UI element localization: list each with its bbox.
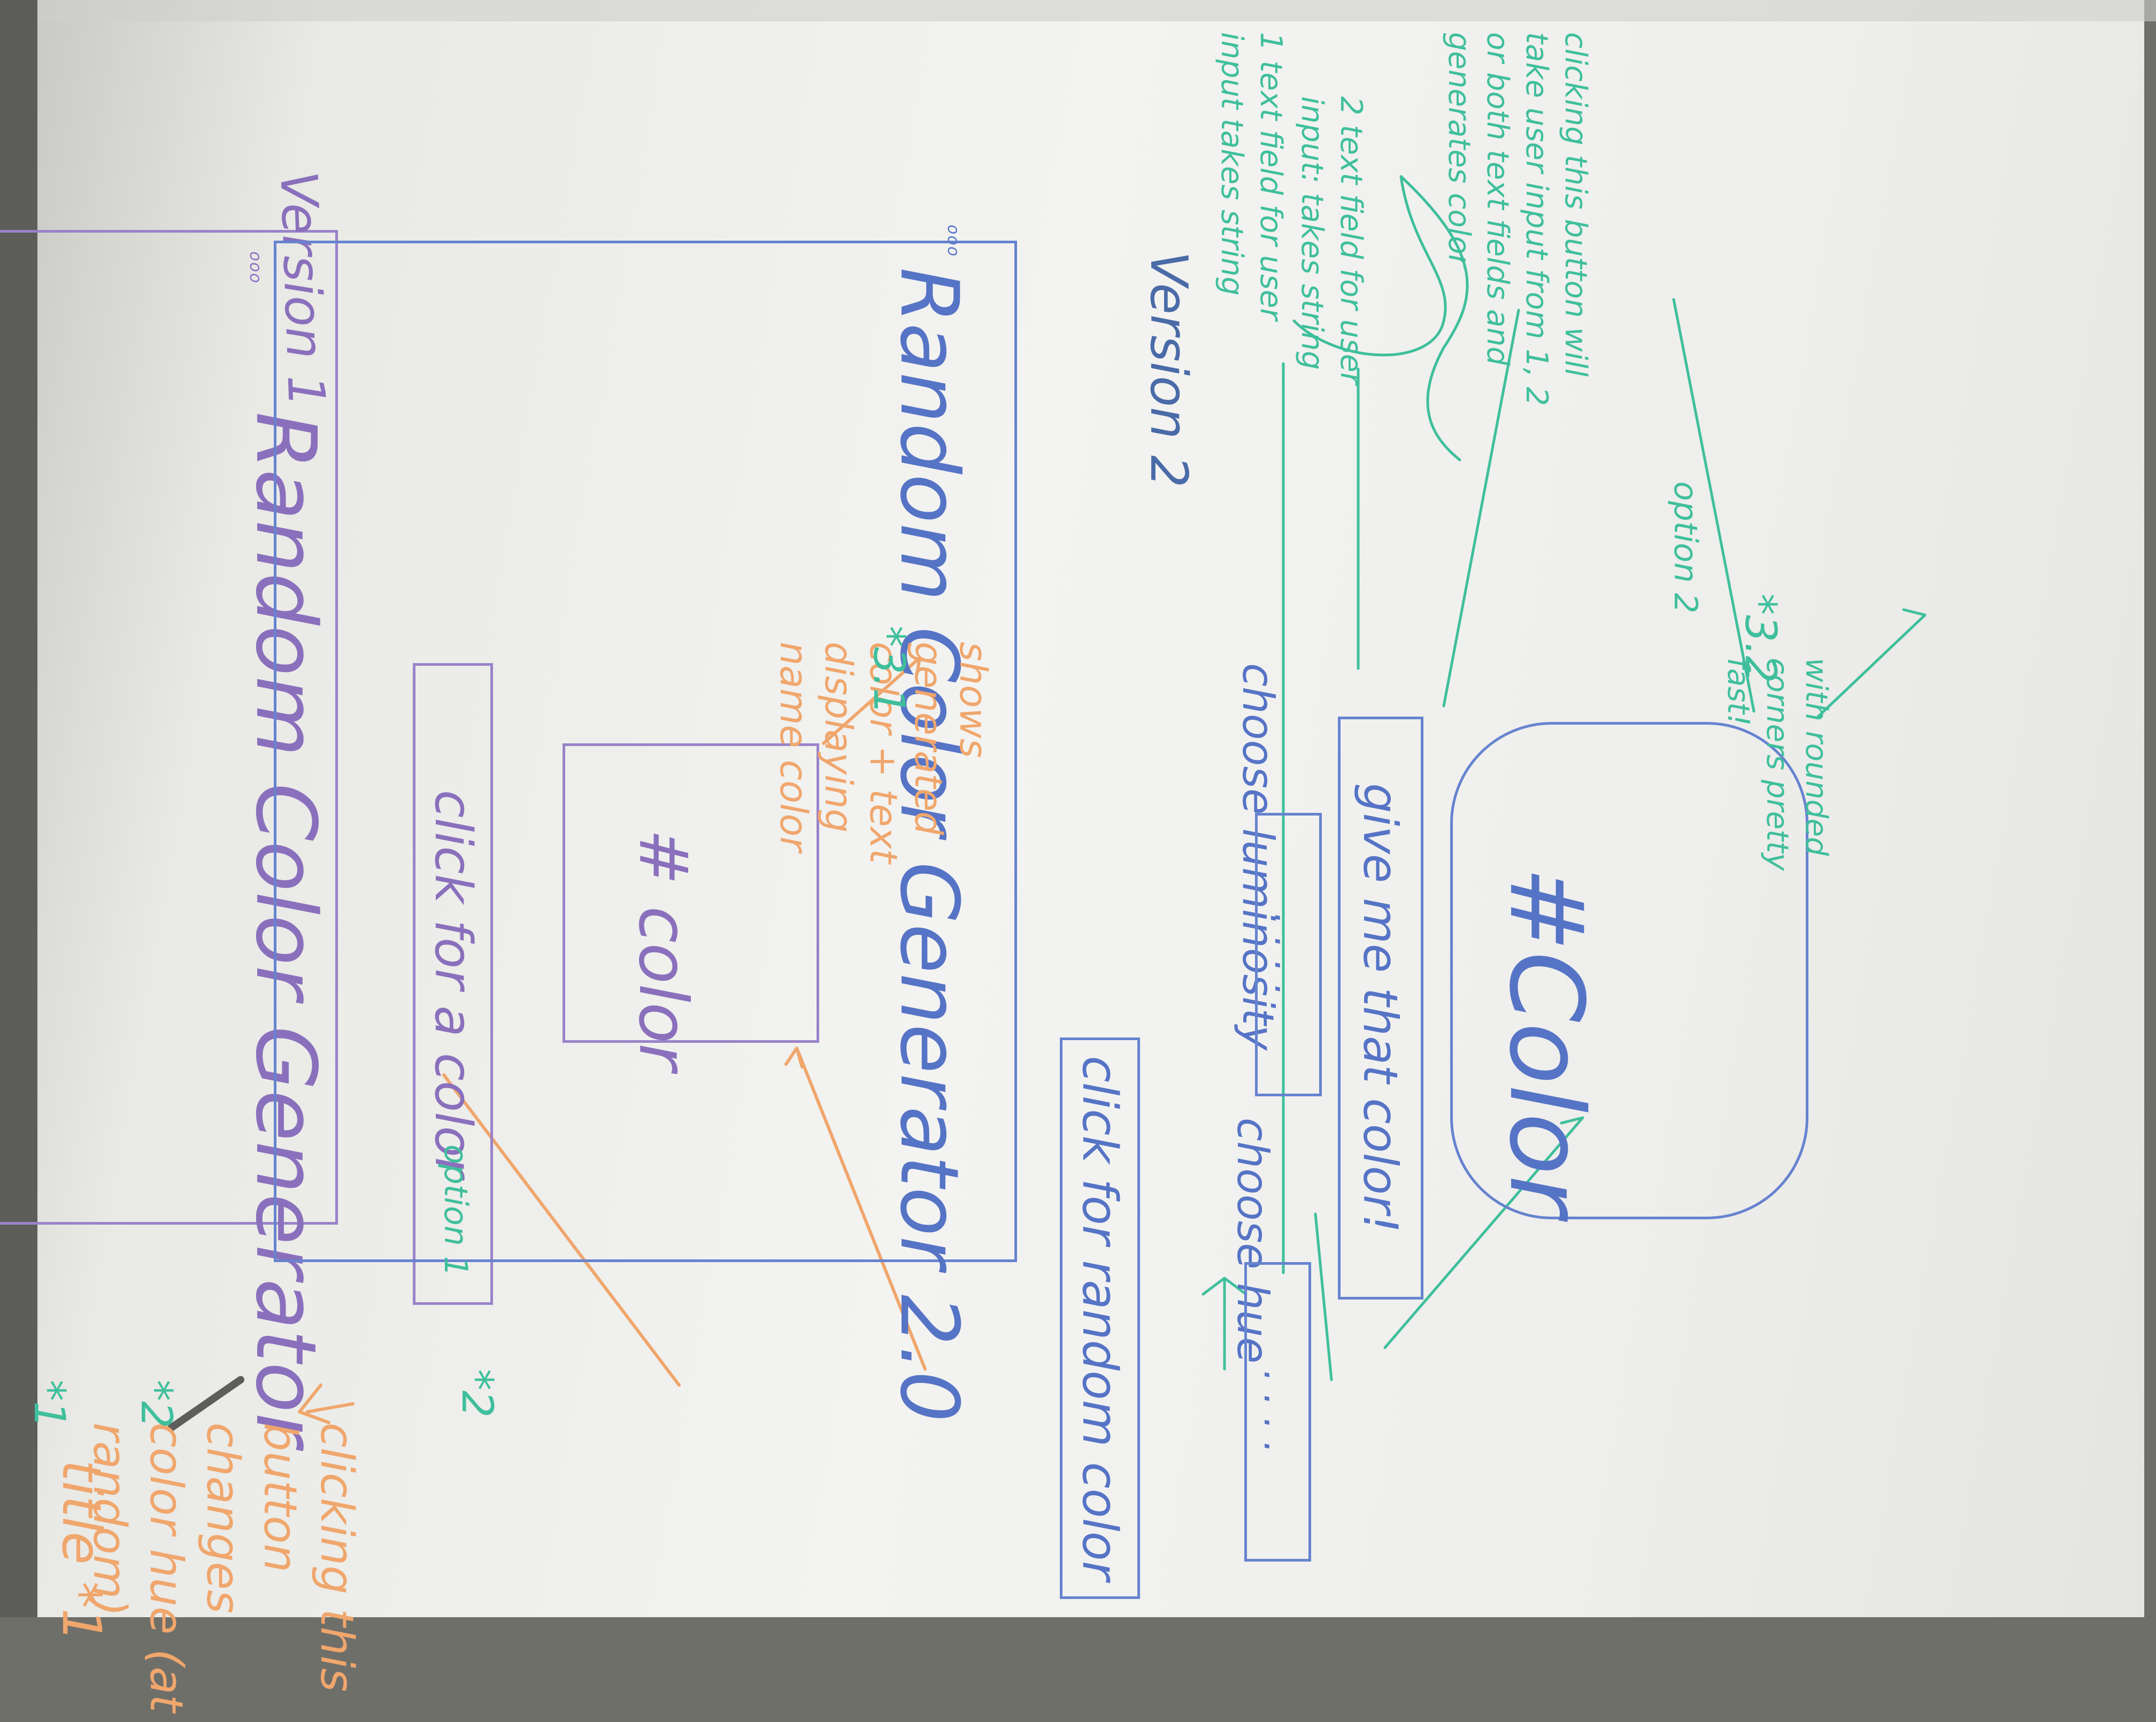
- note-rounded-corners: with rounded corners pretty fast!: [1721, 658, 1834, 871]
- v2-window-controls: ooo: [944, 225, 962, 258]
- v2-random-color-button[interactable]: click for random color: [1060, 1037, 1140, 1599]
- v2-swatch-label: #Color: [1487, 866, 1605, 1217]
- note-text-field-2: 2 text field for user input: takes strin…: [1295, 96, 1368, 385]
- v2-random-button-label: click for random color: [1072, 1056, 1128, 1581]
- sketch-layer: ooo Random Color Generator Version 1 cli…: [0, 32, 1834, 1712]
- board-top-edge: [37, 0, 2156, 21]
- note-text-field-1: 1 text field for user input takes string: [1214, 32, 1288, 321]
- arrow-button-v1: [442, 1073, 681, 1387]
- arrow-option1: [1383, 1116, 1584, 1349]
- annotation-arrows: [167, 175, 1927, 1432]
- v2-hue-input[interactable]: . . . .: [1244, 1262, 1311, 1562]
- star-2-v1: *2: [452, 1369, 502, 1418]
- wall-background: [0, 0, 37, 1617]
- v2-version-label: Version 2: [1139, 251, 1198, 488]
- arrow-option2: [1672, 298, 1755, 713]
- v2-give-button-label: give me that color!: [1353, 783, 1408, 1233]
- note-clicking-v2: clicking this button will take user inpu…: [1441, 32, 1593, 406]
- arrow-clicking-v2: [1442, 309, 1520, 708]
- v2-hue-placeholder: . . . .: [1256, 1370, 1300, 1454]
- arrow-star1-v2: [1202, 1277, 1248, 1371]
- arrow-shows-v1: [822, 656, 921, 745]
- arrow-title-v1: [298, 1383, 355, 1424]
- star-3-1: *3.1: [864, 626, 914, 716]
- v2-give-color-button[interactable]: give me that color!: [1338, 717, 1423, 1300]
- arrow-swatch-v1: [784, 1047, 927, 1371]
- v1-window-controls: ooo: [246, 251, 265, 285]
- option-1-label: option 1: [437, 1144, 474, 1277]
- star-2-v2: *2: [132, 1380, 181, 1428]
- arrow-star32: [1816, 608, 1927, 718]
- star-1-v2: *1: [25, 1380, 74, 1428]
- v2-luminosity-input[interactable]: . . . .: [1255, 813, 1322, 1096]
- whiteboard: [37, 0, 2144, 1617]
- note-clicking-v1: clicking this button changes color hue (…: [83, 1423, 363, 1712]
- marker-smudge: [167, 1376, 244, 1432]
- option-2-label: option 2: [1667, 481, 1704, 613]
- v2-luminosity-placeholder: . . . .: [1266, 913, 1311, 996]
- arrow-star2-v2: [1314, 1212, 1333, 1381]
- brace-notes: [1292, 175, 1469, 462]
